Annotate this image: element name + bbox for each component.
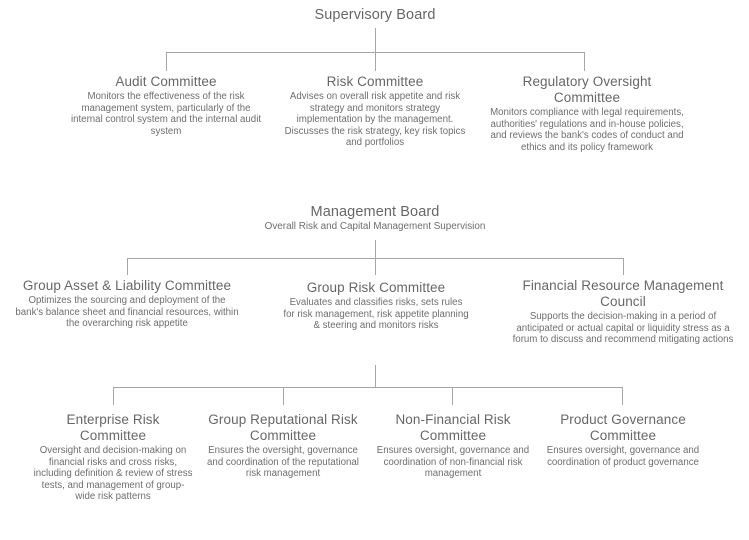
- node-regulatory-oversight-committee: Regulatory Oversight Committee Monitors …: [489, 74, 685, 153]
- node-non-financial-risk-committee: Non-Financial Risk Committee Ensures ove…: [370, 412, 536, 480]
- node-financial-resource-management-council: Financial Resource Management Council Su…: [512, 278, 734, 346]
- node-description: Monitors the effectiveness of the risk m…: [70, 91, 262, 137]
- node-title: Supervisory Board: [314, 7, 436, 23]
- connector-drop-audit-committee: [166, 52, 167, 71]
- node-group-reputational-risk-committee: Group Reputational Risk Committee Ensure…: [201, 412, 365, 480]
- node-title: Non-Financial Risk Committee: [395, 412, 511, 443]
- connector-bus-group-risk-committee-sub: [113, 387, 623, 388]
- node-description: Ensures oversight, governance and coordi…: [546, 445, 700, 468]
- connector-stem-group-risk-committee-sub: [375, 365, 376, 387]
- connector-drop-group-reputational-risk-committee: [283, 387, 284, 405]
- node-title: Regulatory Oversight Committee: [522, 74, 652, 105]
- connector-drop-enterprise-risk-committee: [113, 387, 114, 405]
- node-risk-committee: Risk Committee Advises on overall risk a…: [282, 74, 468, 149]
- connector-drop-risk-committee: [375, 52, 376, 71]
- node-description: Evaluates and classifies risks, sets rul…: [283, 297, 469, 332]
- node-group-risk-committee: Group Risk Committee Evaluates and class…: [283, 280, 469, 332]
- node-title: Financial Resource Management Council: [522, 278, 724, 309]
- connector-drop-non-financial-risk-committee: [452, 387, 453, 405]
- node-supervisory-board: Supervisory Board: [275, 6, 475, 24]
- node-description: Monitors compliance with legal requireme…: [490, 107, 684, 153]
- connector-drop-financial-resource-management-council: [623, 258, 624, 275]
- connector-drop-regulatory-oversight-committee: [584, 52, 585, 71]
- connector-stem-supervisory-board: [375, 28, 376, 52]
- node-management-board: Management Board Overall Risk and Capita…: [245, 203, 505, 233]
- node-title: Enterprise Risk Committee: [66, 412, 160, 443]
- node-subtitle: Overall Risk and Capital Management Supe…: [264, 221, 486, 232]
- node-title: Risk Committee: [326, 74, 424, 89]
- node-title: Group Reputational Risk Committee: [208, 412, 358, 443]
- node-description: Supports the decision-making in a period…: [512, 311, 734, 346]
- node-group-asset-liability-committee: Group Asset & Liability Committee Optimi…: [14, 278, 240, 330]
- node-description: Ensures the oversight, governance and co…: [207, 445, 359, 480]
- node-enterprise-risk-committee: Enterprise Risk Committee Oversight and …: [32, 412, 194, 503]
- node-title: Management Board: [310, 204, 440, 220]
- node-description: Advises on overall risk appetite and ris…: [284, 91, 466, 149]
- node-title: Group Asset & Liability Committee: [22, 278, 232, 293]
- connector-drop-group-asset-liability-committee: [127, 258, 128, 275]
- node-description: Optimizes the sourcing and deployment of…: [15, 295, 239, 330]
- node-description: Oversight and decision-making on financi…: [33, 445, 193, 503]
- node-title: Group Risk Committee: [306, 280, 446, 295]
- node-description: Ensures oversight, governance and coordi…: [376, 445, 530, 480]
- connector-drop-product-governance-committee: [622, 387, 623, 405]
- connector-stem-management-board: [375, 240, 376, 258]
- node-title: Audit Committee: [115, 74, 217, 89]
- node-product-governance-committee: Product Governance Committee Ensures ove…: [540, 412, 706, 468]
- node-title: Product Governance Committee: [560, 412, 686, 443]
- node-audit-committee: Audit Committee Monitors the effectivene…: [70, 74, 262, 137]
- connector-drop-group-risk-committee: [375, 258, 376, 275]
